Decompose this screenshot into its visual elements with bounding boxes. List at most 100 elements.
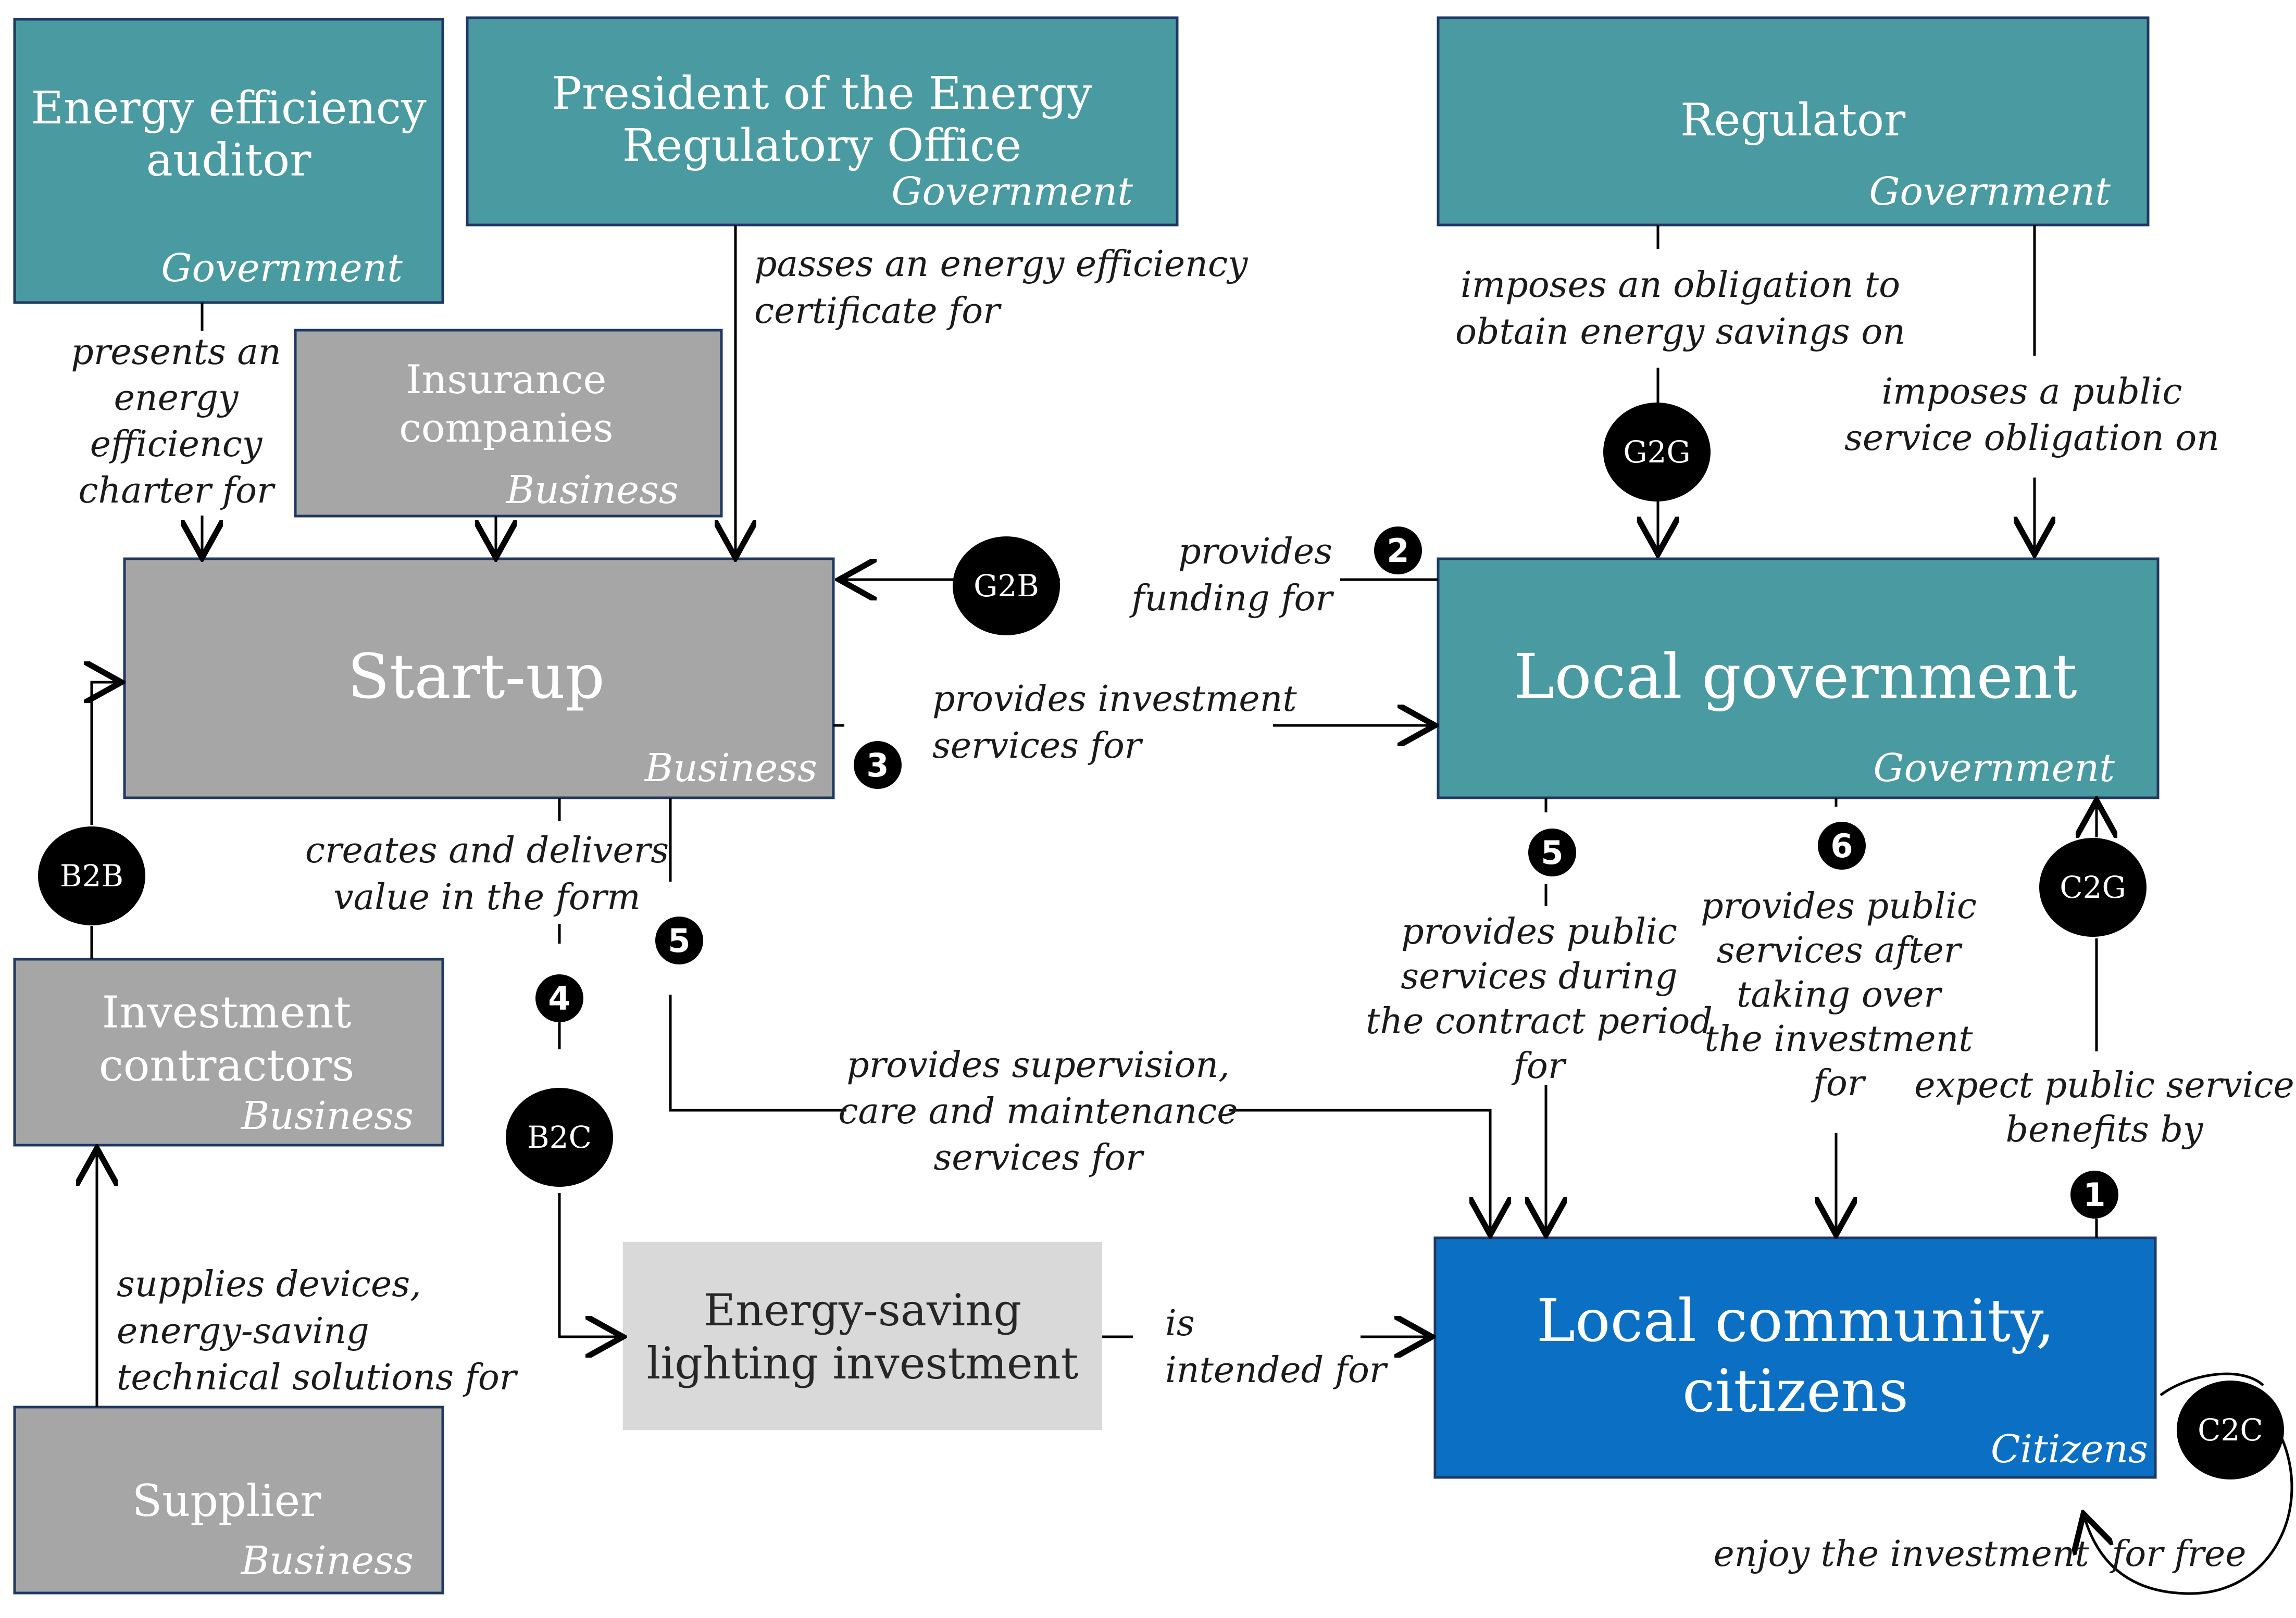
label-funding: provides funding for: [1129, 531, 1334, 619]
badge-g2g-label: G2G: [1623, 434, 1691, 470]
box-local-community: Local community, citizens Citizens: [1433, 1236, 2157, 1479]
label-creates-value: creates and delivers value in the form: [305, 830, 669, 918]
label-president-to-startup: passes an energy efficiency certificate …: [754, 244, 1249, 332]
label-creates-line-2: value in the form: [333, 877, 641, 918]
label-public-service-line-2: service obligation on: [1844, 418, 2219, 459]
label-supplies-line-1: supplies devices,: [117, 1264, 421, 1305]
box-lighting-investment-title-line-1: Energy-saving: [704, 1285, 1021, 1336]
label-during-line-4: for: [1511, 1046, 1567, 1087]
label-during-line-2: services during: [1401, 956, 1678, 997]
label-regulator-public-service: imposes a public service obligation on: [1844, 371, 2219, 459]
label-during-line-3: the contract period: [1366, 1001, 1713, 1042]
badge-c2g-shape: [2039, 838, 2147, 937]
badge-b2b: B2B: [38, 826, 145, 925]
label-public-service-line-1: imposes a public: [1882, 371, 2182, 412]
step-marker-5-government-shape: [1528, 829, 1576, 876]
relation-labels: presents an energy efficiency charter fo…: [71, 244, 2294, 1575]
box-local-government-title: Local government: [1514, 641, 2077, 712]
label-investment-services: provides investment services for: [932, 679, 1297, 767]
badge-b2b-shape: [38, 826, 145, 925]
connector-supervision: [669, 995, 846, 1112]
connector-c2c-loop: [2083, 1437, 2293, 1595]
step-marker-2: 2: [1374, 526, 1422, 574]
box-supplier-sector: Business: [240, 1538, 414, 1583]
box-auditor-shape: [13, 18, 444, 304]
connector-c2c-top: [2160, 1372, 2264, 1397]
label-regulator-obligation: imposes an obligation to obtain energy s…: [1455, 265, 1905, 353]
step-marker-5-startup-label: 5: [668, 922, 690, 960]
box-local-community-sector: Citizens: [1991, 1427, 2148, 1472]
label-supervision: provides supervision, care and maintenan…: [838, 1045, 1238, 1178]
label-obligation-line-2: obtain energy savings on: [1455, 311, 1905, 353]
box-president-title-line-1: President of the Energy: [552, 68, 1092, 120]
step-marker-1-label: 1: [2083, 1176, 2105, 1214]
box-investment-contractors-title-line-2: contractors: [99, 1040, 354, 1091]
label-after-line-4: the investment: [1704, 1019, 1973, 1060]
step-marker-5-startup: 5: [655, 917, 703, 964]
connector-b2b-startup: [92, 682, 121, 825]
box-lighting-investment-shape: [623, 1242, 1102, 1430]
step-marker-2-shape: [1374, 526, 1422, 574]
step-marker-4: 4: [535, 974, 583, 1022]
box-startup-sector: Business: [644, 746, 817, 791]
box-insurance-shape: [294, 329, 723, 518]
step-marker-2-label: 2: [1387, 532, 1409, 570]
badge-g2g-shape: [1603, 403, 1711, 501]
label-president-line-2: certificate for: [754, 291, 1002, 332]
step-marker-1-shape: [2070, 1171, 2118, 1219]
badge-c2g-label: C2G: [2060, 870, 2126, 905]
label-after-line-3: taking over: [1737, 974, 1942, 1015]
box-local-government: Local government Government: [1437, 557, 2160, 799]
label-obligation-line-1: imposes an obligation to: [1461, 265, 1900, 306]
badge-g2b-shape: [953, 536, 1060, 635]
badge-c2c-shape: [2177, 1381, 2284, 1479]
label-funding-line-1: provides: [1178, 531, 1332, 572]
label-creates-line-1: creates and delivers: [305, 830, 669, 871]
box-investment-contractors-shape: [13, 958, 444, 1147]
label-expect-line-2: benefits by: [2006, 1109, 2204, 1150]
step-marker-5-government: 5: [1528, 829, 1576, 876]
box-startup-shape: [123, 557, 835, 799]
label-auditor-line-4: charter for: [78, 470, 276, 511]
box-regulator-shape: [1437, 16, 2150, 227]
label-investment-services-line-2: services for: [932, 725, 1143, 767]
step-marker-4-label: 4: [548, 980, 570, 1018]
label-after-line-5: for: [1811, 1063, 1866, 1104]
badge-c2g: C2G: [2039, 838, 2147, 937]
label-supervision-line-2: care and maintenance: [838, 1091, 1238, 1132]
box-investment-contractors-sector: Business: [240, 1094, 414, 1138]
badge-g2b-label: G2B: [974, 568, 1039, 604]
label-supplies: supplies devices, energy-saving technica…: [117, 1264, 518, 1398]
box-auditor-sector: Government: [161, 246, 403, 291]
step-marker-5-startup-shape: [655, 917, 703, 964]
label-supervision-line-1: provides supervision,: [846, 1045, 1230, 1086]
label-intended-line-2: intended for: [1165, 1350, 1388, 1391]
box-investment-contractors: Investment contractors Business: [13, 958, 444, 1147]
box-auditor-title-line-2: auditor: [146, 134, 312, 186]
badge-b2c-label: B2C: [527, 1120, 592, 1155]
label-during-contract: provides public services during the cont…: [1366, 911, 1713, 1087]
box-local-community-title-line-1: Local community,: [1537, 1287, 2054, 1355]
box-startup-title: Start-up: [347, 641, 605, 712]
badge-c2c-label: C2C: [2198, 1412, 2263, 1448]
label-enjoy: enjoy the investment for free: [1714, 1534, 2247, 1575]
box-president-sector: Government: [891, 169, 1133, 214]
step-marker-6: 6: [1818, 822, 1866, 870]
box-local-community-title-line-2: citizens: [1682, 1358, 1908, 1425]
step-marker-3-label: 3: [866, 746, 889, 784]
step-marker-3: 3: [854, 741, 902, 789]
box-president: President of the Energy Regulatory Offic…: [466, 16, 1179, 227]
label-auditor-line-2: energy: [114, 378, 239, 419]
label-supplies-line-2: energy-saving: [117, 1311, 369, 1352]
box-insurance-title-line-1: Insurance: [406, 356, 606, 403]
box-insurance-sector: Business: [505, 468, 679, 512]
label-supplies-line-3: technical solutions for: [117, 1357, 518, 1398]
label-intended-line-1: is: [1165, 1303, 1195, 1344]
box-lighting-investment-title-line-2: lighting investment: [646, 1338, 1078, 1389]
step-marker-5-government-label: 5: [1541, 834, 1563, 872]
label-investment-services-line-1: provides investment: [932, 679, 1297, 720]
label-supervision-line-3: services for: [933, 1137, 1144, 1178]
step-markers: 1 2 3 4 5 5 6: [535, 526, 2118, 1219]
